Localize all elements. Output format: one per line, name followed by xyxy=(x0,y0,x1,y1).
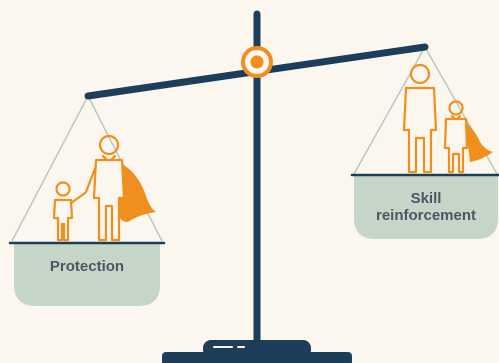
pivot-icon xyxy=(241,46,273,78)
left-pan xyxy=(8,241,166,306)
skill-reinforcement-label: Skill reinforcement xyxy=(354,190,498,225)
superhero-adult-icon xyxy=(84,134,156,242)
protection-label: Protection xyxy=(49,258,125,275)
superhero-child-icon xyxy=(443,100,493,174)
right-pan xyxy=(350,173,499,239)
left-pan-strings xyxy=(11,95,163,242)
skill-reinforcement-label-line2: reinforcement xyxy=(375,207,477,225)
scale-base xyxy=(162,340,352,363)
child-icon xyxy=(52,181,87,242)
skill-reinforcement-label-line1: Skill xyxy=(410,190,442,207)
adult-icon xyxy=(402,63,438,174)
